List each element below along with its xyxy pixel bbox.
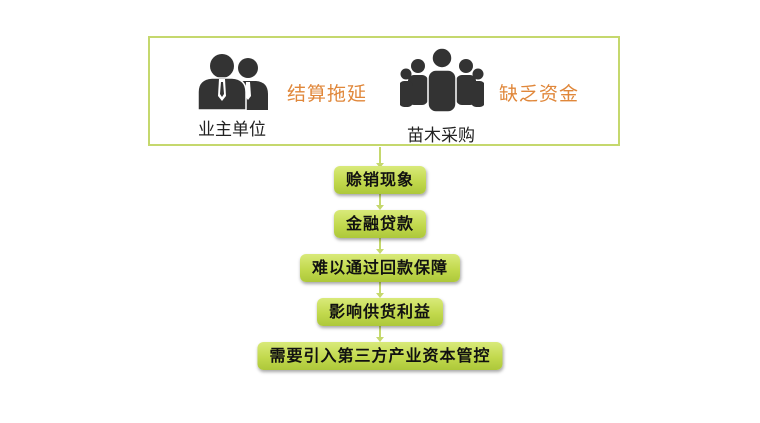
connector-line (379, 282, 381, 296)
connector-line (379, 194, 381, 208)
step-financial-loan: 金融贷款 (333, 210, 427, 238)
arrow-down-icon (376, 249, 384, 254)
nursery-purchase-label: 苗木采购 (407, 126, 475, 146)
connector-line (379, 326, 381, 340)
lack-funds-label: 缺乏资金 (499, 83, 580, 105)
step-credit-sales: 赊销现象 (333, 166, 427, 194)
arrow-down-icon (376, 163, 384, 168)
group-people-icon (400, 47, 484, 112)
connector-line (379, 238, 381, 252)
settlement-delay-label: 结算拖延 (287, 83, 368, 105)
business-people-icon (197, 54, 268, 110)
step-payment-guarantee: 难以通过回款保障 (299, 254, 461, 282)
step-supply-interest: 影响供货利益 (316, 298, 444, 326)
connector-line (379, 147, 381, 165)
owner-label: 业主单位 (198, 120, 266, 140)
step-third-party-capital: 需要引入第三方产业资本管控 (257, 342, 503, 370)
arrow-down-icon (376, 205, 384, 210)
arrow-down-icon (376, 293, 384, 298)
arrow-down-icon (376, 337, 384, 342)
